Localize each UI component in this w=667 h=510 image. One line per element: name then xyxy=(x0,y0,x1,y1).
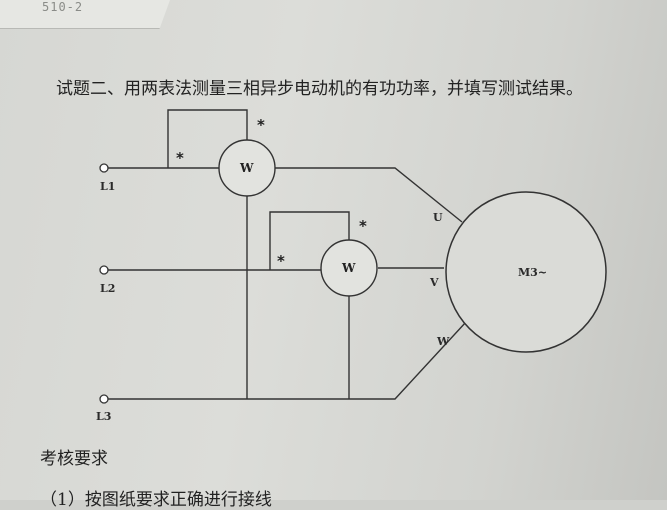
wattmeter1-voltage-loop xyxy=(167,109,248,168)
motor xyxy=(445,191,607,353)
phase-u-label: U xyxy=(433,211,443,224)
wattmeter2-voltage-loop xyxy=(269,211,350,270)
polarity-mark: * xyxy=(359,217,367,235)
section-heading: 考核要求 xyxy=(40,449,108,469)
terminal-l3 xyxy=(99,394,109,404)
motor-label: M3~ xyxy=(518,266,547,279)
terminal-l3-label: L3 xyxy=(96,410,111,423)
terminal-l1-label: L1 xyxy=(100,180,115,193)
wattmeter-2-symbol: W xyxy=(341,261,356,275)
terminal-l2 xyxy=(99,265,109,275)
phase-v-label: V xyxy=(429,276,439,289)
wire-l1-motor xyxy=(275,167,463,223)
terminal-l1 xyxy=(99,163,109,173)
question-title: 试题二、用两表法测量三相异步电动机的有功功率，并填写测试结果。 xyxy=(56,79,583,99)
polarity-mark: * xyxy=(277,252,285,270)
wire-l3-motor xyxy=(108,321,467,400)
terminal-l2-label: L2 xyxy=(100,282,115,295)
phase-w-label: W xyxy=(436,335,450,348)
header-snippet: 510-2 xyxy=(42,0,84,14)
polarity-mark: * xyxy=(176,149,184,167)
requirement-item: （1）按图纸要求正确进行接线 xyxy=(40,490,272,510)
wattmeter-1-symbol: W xyxy=(239,161,254,175)
polarity-mark: * xyxy=(257,116,265,134)
